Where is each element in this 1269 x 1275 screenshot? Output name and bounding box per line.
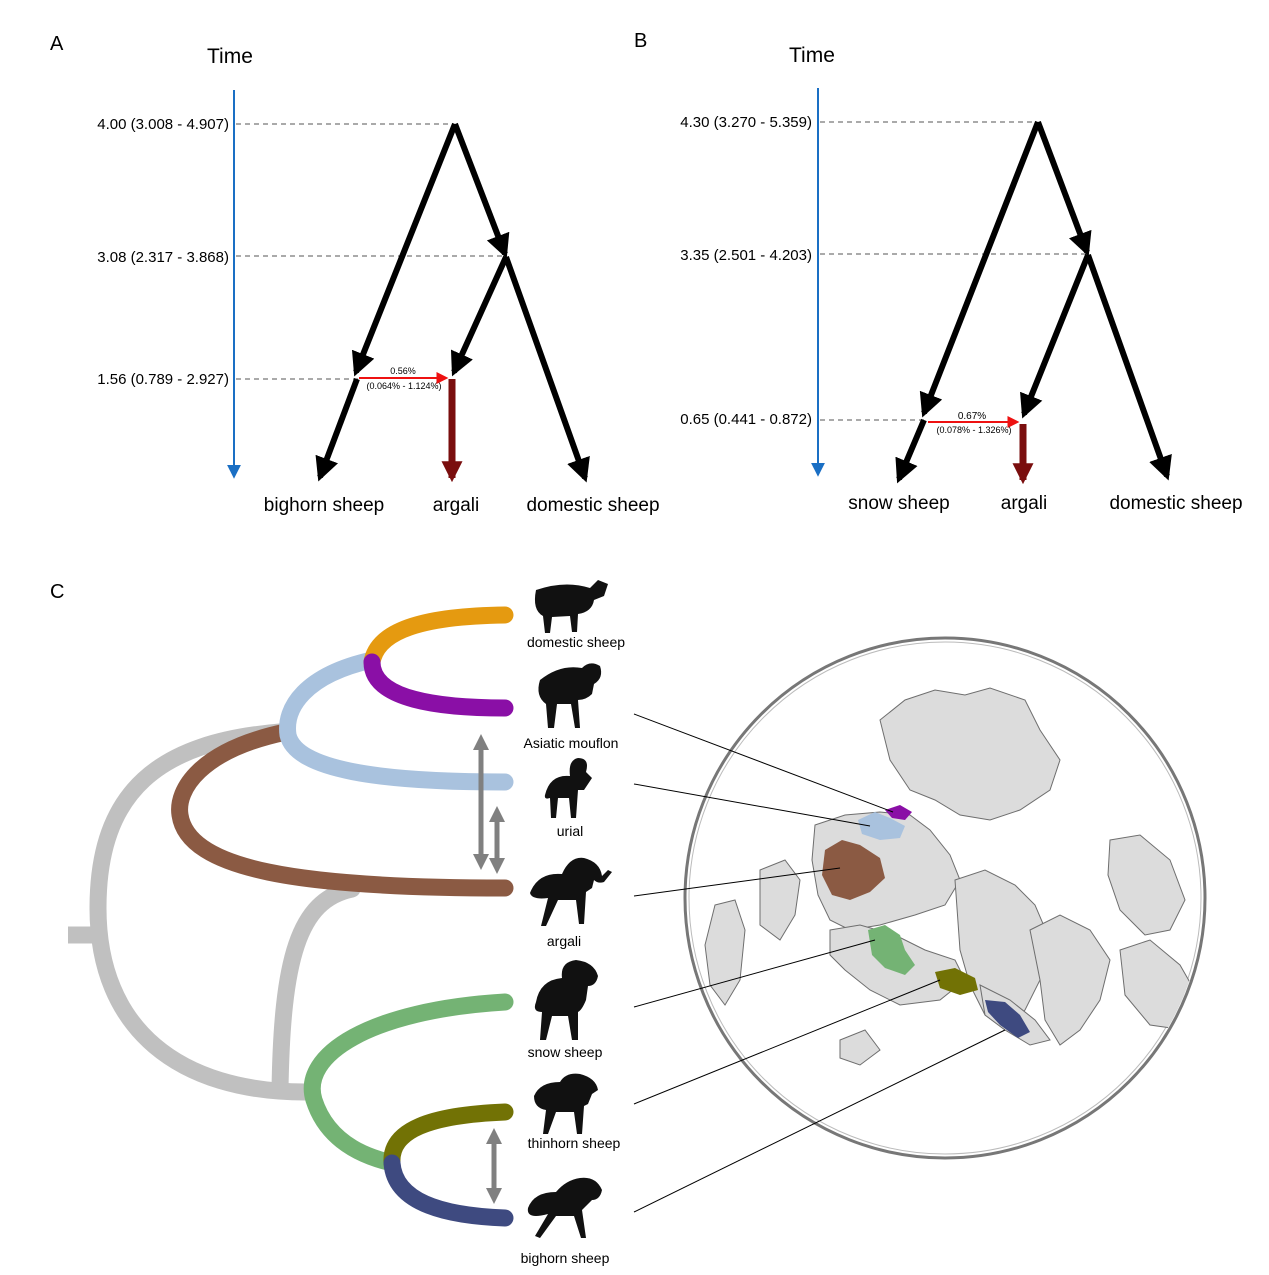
panel-c-letter: C bbox=[50, 581, 64, 603]
panel-a-taxon-domestic: domestic sheep bbox=[526, 495, 659, 516]
species-label-snow: snow sheep bbox=[528, 1044, 603, 1060]
landmass-north-america bbox=[1029, 914, 1111, 1046]
domestic-sheep-silhouette bbox=[534, 580, 608, 633]
landmass-southeast-asia bbox=[839, 1029, 881, 1066]
leader-argali bbox=[633, 867, 841, 897]
panel-b-taxon-argali: argali bbox=[1001, 493, 1047, 514]
panel-b-branch-root-right bbox=[1035, 120, 1092, 257]
panel-b-branch-root-left bbox=[919, 120, 1041, 418]
tree-branch-bighorn bbox=[383, 1154, 514, 1227]
panel-b-taxon-domestic: domestic sheep bbox=[1109, 493, 1242, 514]
panel-a-taxon-argali: argali bbox=[433, 495, 479, 516]
panel-a: A Time 4.00 (3.008 - 4.907) 3.08 (2.317 … bbox=[50, 33, 660, 516]
landmass-europe bbox=[879, 687, 1061, 821]
tree-branch-argali bbox=[171, 723, 514, 897]
range-thinhorn bbox=[935, 968, 978, 995]
tree-branch-urial bbox=[279, 651, 514, 791]
species-label-urial: urial bbox=[557, 823, 583, 839]
argali-silhouette bbox=[530, 857, 612, 926]
species-label-thinhorn: thinhorn sheep bbox=[528, 1135, 621, 1151]
tree-branch-thinhorn bbox=[383, 1103, 514, 1172]
panel-b-branch-domestic bbox=[1085, 253, 1172, 481]
panel-b-taxon-snow: snow sheep bbox=[848, 493, 949, 514]
leader-urial bbox=[633, 783, 871, 827]
panel-a-branch-to-argali bbox=[450, 255, 509, 377]
tree-branch-mouflon bbox=[363, 653, 514, 717]
panel-b-time-label: Time bbox=[789, 44, 835, 67]
panel-a-taxon-bighorn: bighorn sheep bbox=[264, 495, 384, 516]
tree-ancestral-upper bbox=[89, 723, 289, 917]
range-urial bbox=[858, 812, 905, 840]
panel-b-tick-split: 3.35 (2.501 - 4.203) bbox=[680, 247, 812, 264]
species-label-domestic: domestic sheep bbox=[527, 634, 625, 650]
species-label-argali: argali bbox=[547, 933, 581, 949]
range-argali bbox=[822, 840, 885, 900]
globe-map bbox=[683, 636, 1207, 1160]
bighorn-sheep-silhouette bbox=[527, 1177, 602, 1238]
landmass-greenland bbox=[1107, 834, 1186, 936]
panel-a-admix-ci: (0.064% - 1.124%) bbox=[366, 381, 441, 391]
panel-a-branch-bighorn bbox=[315, 377, 360, 482]
panel-b-admix-pct: 0.67% bbox=[958, 411, 986, 422]
snow-sheep-silhouette bbox=[534, 960, 598, 1040]
panel-a-admix-pct: 0.56% bbox=[390, 366, 416, 376]
panel-b-branch-snow bbox=[895, 418, 927, 484]
tree-branch-domestic bbox=[363, 606, 514, 671]
leader-thinhorn bbox=[633, 979, 941, 1105]
range-mouflon bbox=[885, 805, 912, 820]
panel-a-letter: A bbox=[50, 33, 64, 55]
leader-snow bbox=[633, 939, 876, 1008]
tree-ancestral-lower bbox=[89, 899, 314, 1101]
range-bighorn bbox=[985, 1000, 1030, 1038]
leader-bighorn bbox=[633, 1029, 1006, 1213]
species-label-bighorn: bighorn sheep bbox=[521, 1250, 610, 1266]
panel-a-time-label: Time bbox=[207, 45, 253, 68]
panel-a-branch-domestic bbox=[503, 255, 590, 483]
thinhorn-sheep-silhouette bbox=[534, 1073, 598, 1134]
panel-a-tick-root: 4.00 (3.008 - 4.907) bbox=[97, 116, 229, 133]
panel-b-tick-root: 4.30 (3.270 - 5.359) bbox=[680, 114, 812, 131]
leader-mouflon bbox=[633, 713, 894, 813]
panel-b-branch-to-argali bbox=[1020, 253, 1091, 419]
tree-branch-snow bbox=[303, 993, 514, 1172]
species-label-mouflon: Asiatic mouflon bbox=[524, 735, 619, 751]
panel-b-letter: B bbox=[634, 30, 647, 52]
panel-a-branch-root-left bbox=[351, 122, 458, 377]
urial-silhouette bbox=[544, 758, 592, 818]
panel-c: C bbox=[50, 580, 1207, 1266]
asiatic-mouflon-silhouette bbox=[538, 663, 602, 728]
panel-a-tick-admix: 1.56 (0.789 - 2.927) bbox=[97, 371, 229, 388]
panel-a-tick-split: 3.08 (2.317 - 3.868) bbox=[97, 249, 229, 266]
range-snow-sheep bbox=[868, 925, 915, 975]
tree-hybrid-lineage bbox=[271, 880, 361, 1099]
landmass-arabia bbox=[759, 859, 801, 941]
panel-b: B Time 4.30 (3.270 - 5.359) 3.35 (2.501 … bbox=[634, 30, 1243, 514]
panel-b-tick-admix: 0.65 (0.441 - 0.872) bbox=[680, 411, 812, 428]
panel-b-admix-ci: (0.078% - 1.326%) bbox=[936, 425, 1011, 435]
panel-a-branch-root-right bbox=[452, 122, 510, 259]
